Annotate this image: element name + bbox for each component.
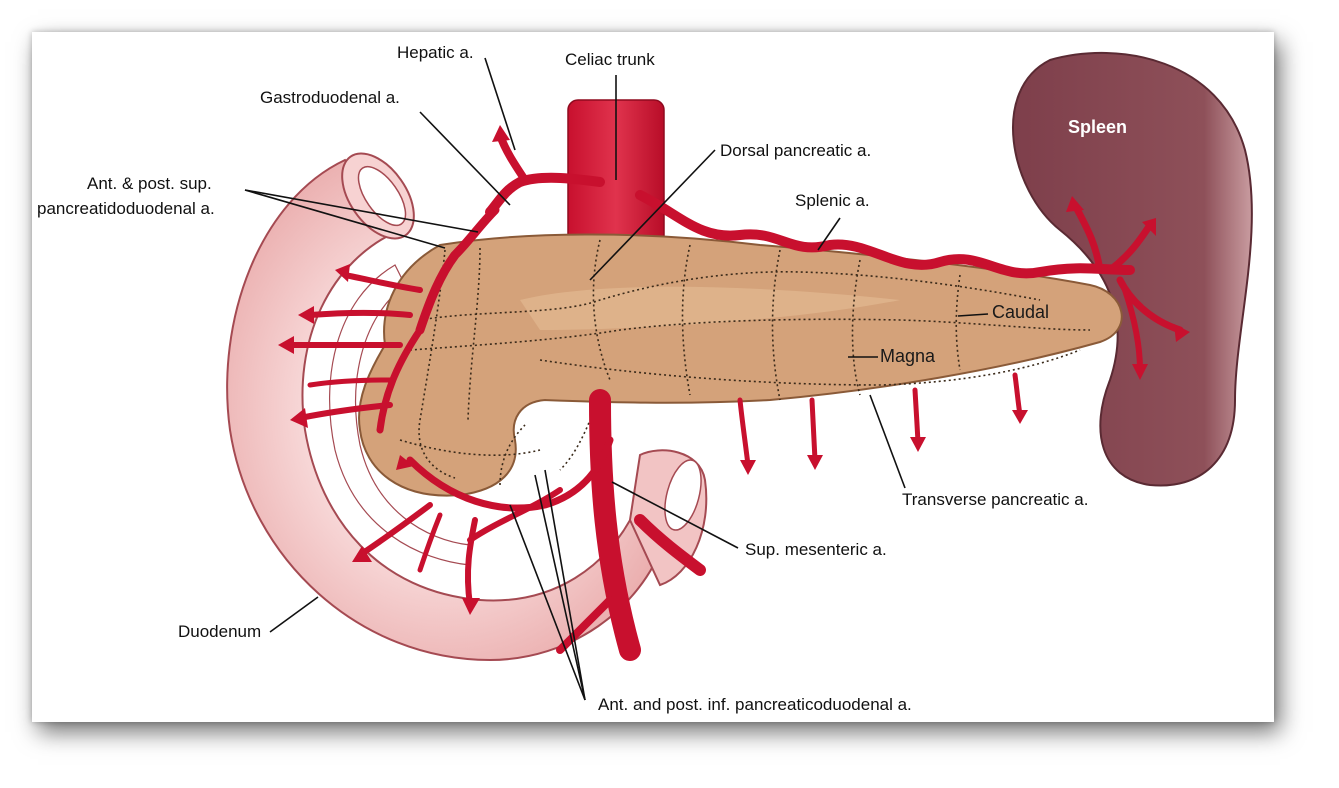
pancreatic-internal-vessels bbox=[399, 239, 1091, 486]
label-spleen: Spleen bbox=[1068, 117, 1127, 137]
label-celiac-trunk: Celiac trunk bbox=[565, 50, 655, 69]
label-ant-post-sup-line2: pancreatidoduodenal a. bbox=[37, 199, 215, 218]
splenic-artery bbox=[635, 190, 1135, 279]
gastroduodenal-artery bbox=[415, 205, 500, 335]
label-splenic-artery: Splenic a. bbox=[795, 191, 870, 210]
label-duodenum: Duodenum bbox=[178, 622, 261, 641]
hepatic-artery bbox=[485, 172, 605, 217]
arteries bbox=[287, 131, 1184, 661]
label-transverse-pancreatic-artery: Transverse pancreatic a. bbox=[902, 490, 1088, 509]
label-hepatic-artery: Hepatic a. bbox=[397, 43, 474, 62]
leader-lines bbox=[244, 57, 989, 701]
label-magna: Magna bbox=[880, 346, 936, 366]
jejunal-lumen bbox=[664, 459, 702, 531]
label-superior-mesenteric-artery: Sup. mesenteric a. bbox=[745, 540, 887, 559]
duodenum-lumen-top bbox=[357, 165, 407, 227]
label-ant-post-sup-line1: Ant. & post. sup. bbox=[87, 174, 212, 193]
label-dorsal-pancreatic-artery: Dorsal pancreatic a. bbox=[720, 141, 871, 160]
superior-mesenteric-artery bbox=[589, 389, 641, 661]
label-ant-post-inf-pancreaticoduodenal-artery: Ant. and post. inf. pancreaticoduodenal … bbox=[598, 695, 912, 714]
label-caudal: Caudal bbox=[992, 302, 1049, 322]
artery-arrowheads bbox=[278, 125, 1190, 615]
pancreas-highlight bbox=[520, 286, 900, 330]
label-gastroduodenal-artery: Gastroduodenal a. bbox=[260, 88, 400, 107]
